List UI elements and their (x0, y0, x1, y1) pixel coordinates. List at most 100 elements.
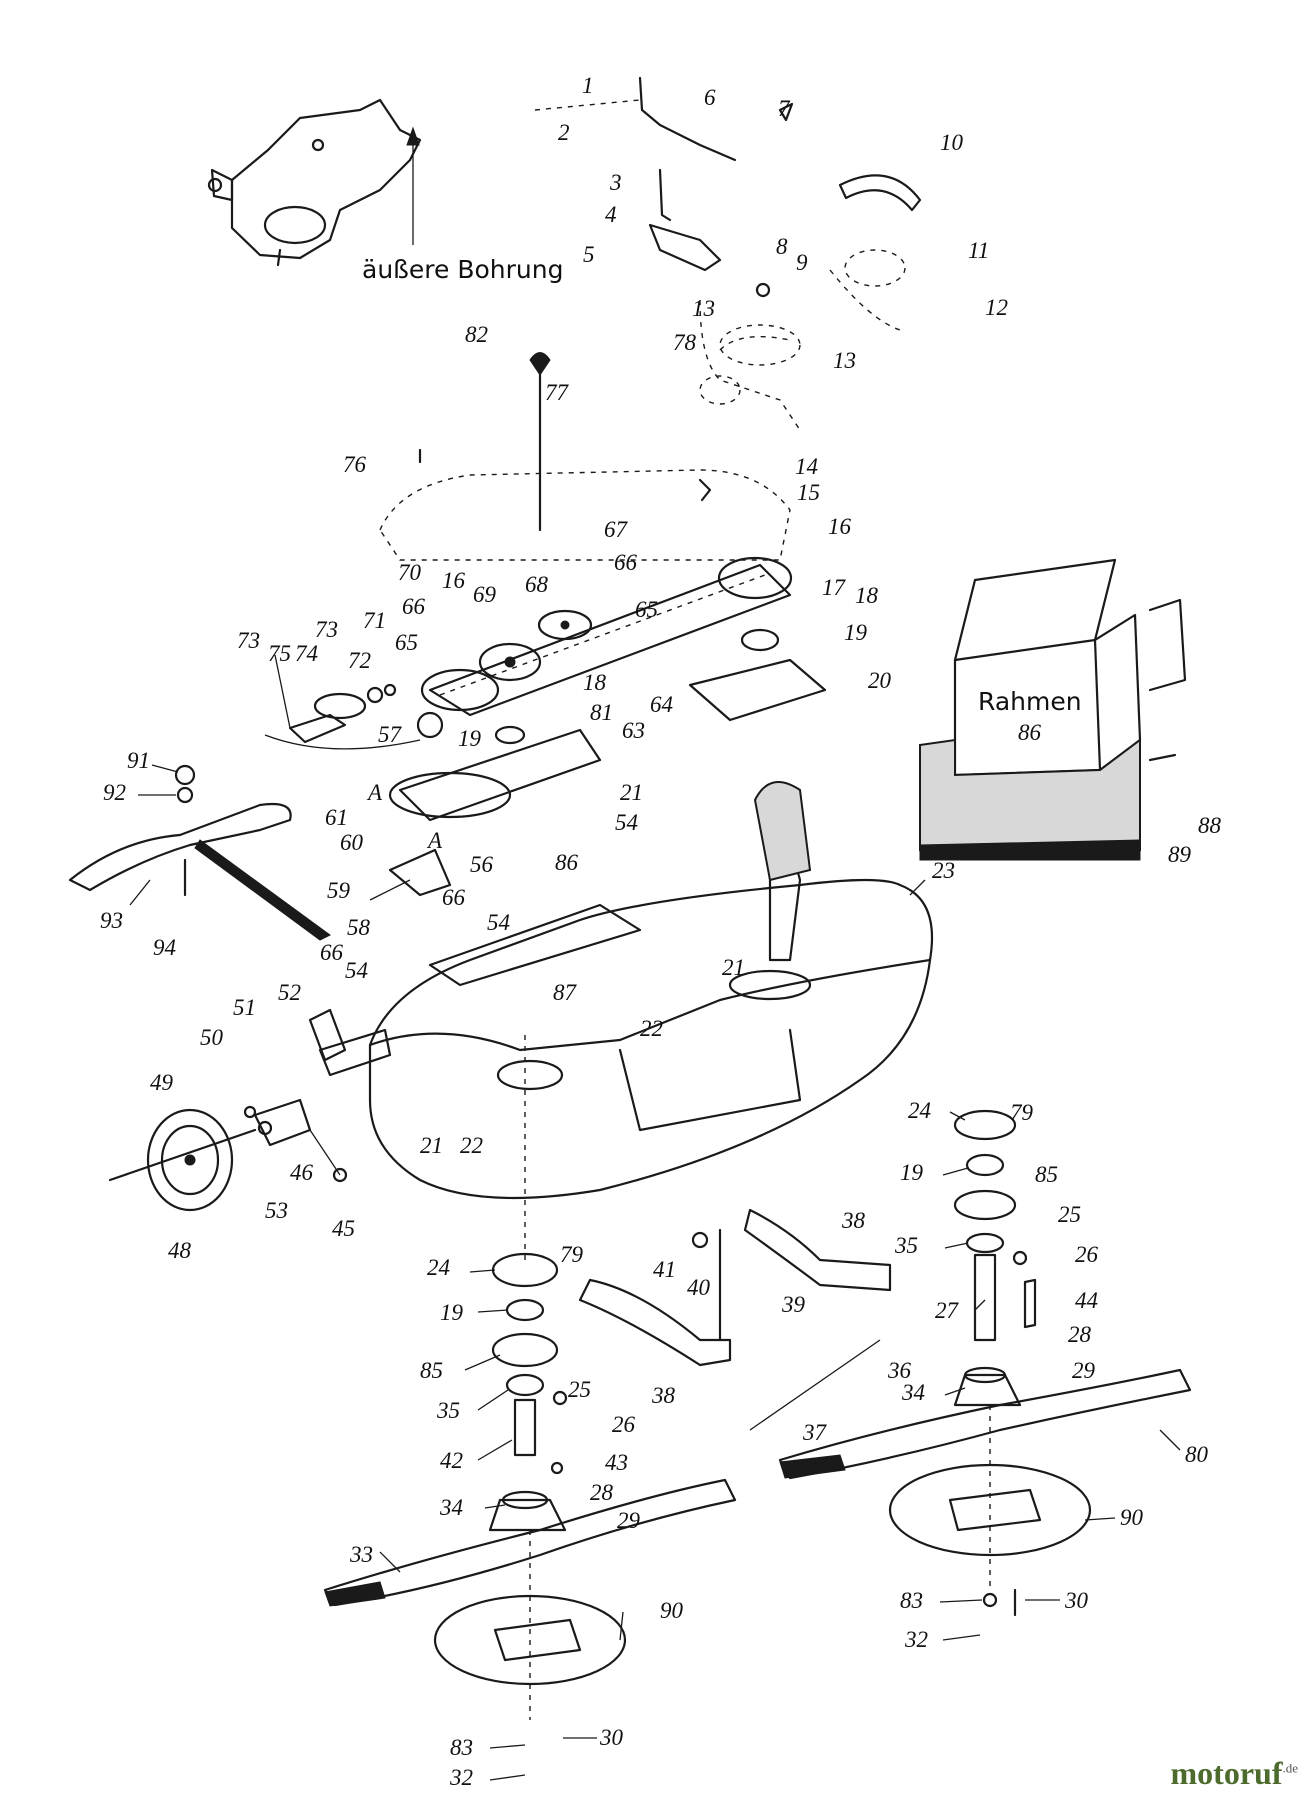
callout-11: 11 (968, 238, 989, 263)
callout-66: 66 (442, 885, 466, 910)
callout-54: 54 (615, 810, 638, 835)
callout-61: 61 (325, 805, 348, 830)
callout-86: 86 (555, 850, 579, 875)
callout-12: 12 (985, 295, 1008, 320)
callout-46: 46 (290, 1160, 314, 1185)
left-spindle-drawing (488, 1035, 568, 1532)
callout-60: 60 (340, 830, 364, 855)
callout-3: 3 (609, 170, 622, 195)
callout-80: 80 (1185, 1442, 1209, 1467)
callout-16: 16 (828, 514, 852, 539)
callout-83: 83 (900, 1588, 923, 1613)
callout-79: 79 (1010, 1100, 1034, 1125)
callout-17: 17 (822, 575, 847, 600)
callout-73: 73 (237, 628, 260, 653)
callout-75: 75 (268, 641, 291, 666)
callout-71: 71 (363, 608, 386, 633)
callout-49: 49 (150, 1070, 174, 1095)
callout-23: 23 (932, 858, 955, 883)
callout-6: 6 (704, 85, 716, 110)
right-spindle-drawing (953, 1109, 1037, 1407)
outer-hole-arrow (406, 126, 420, 245)
frame-label: Rahmen (978, 687, 1082, 716)
callout-73: 73 (315, 617, 338, 642)
callout-90: 90 (1120, 1505, 1144, 1530)
callout-27: 27 (935, 1298, 960, 1323)
callout-38: 38 (651, 1383, 676, 1408)
callout-32: 32 (449, 1765, 473, 1790)
callout-19: 19 (440, 1300, 464, 1325)
callout-77: 77 (545, 380, 570, 405)
callout-5: 5 (583, 242, 595, 267)
callout-65: 65 (635, 597, 658, 622)
callout-38: 38 (841, 1208, 866, 1233)
callout-37: 37 (802, 1420, 828, 1445)
callout-43: 43 (605, 1450, 628, 1475)
callout-19: 19 (900, 1160, 924, 1185)
mounting-plates-drawing (388, 658, 827, 897)
tension-arm-drawing (264, 683, 421, 750)
callout-36: 36 (887, 1358, 912, 1383)
brand-name: motoruf (1170, 1755, 1283, 1791)
callout-42: 42 (440, 1448, 463, 1473)
callout-67: 67 (604, 517, 629, 542)
callout-9: 9 (796, 250, 808, 275)
callout-14: 14 (795, 454, 818, 479)
callout-A: A (426, 828, 443, 853)
brand-suffix: .de (1282, 1760, 1298, 1776)
belt-cover-drawing (379, 352, 791, 561)
callout-26: 26 (1075, 1242, 1099, 1267)
callout-83: 83 (450, 1735, 473, 1760)
callout-58: 58 (347, 915, 371, 940)
callout-30: 30 (599, 1725, 624, 1750)
callout-20: 20 (868, 668, 892, 693)
callout-94: 94 (153, 935, 176, 960)
callout-19: 19 (458, 726, 482, 751)
callout-21: 21 (420, 1133, 443, 1158)
callout-18: 18 (583, 670, 607, 695)
callout-26: 26 (612, 1412, 636, 1437)
callout-28: 28 (1068, 1322, 1092, 1347)
callout-86: 86 (1018, 720, 1042, 745)
callout-81: 81 (590, 700, 613, 725)
callout-63: 63 (622, 718, 645, 743)
callout-54: 54 (487, 910, 510, 935)
callout-22: 22 (460, 1133, 483, 1158)
brand-watermark: motoruf.de (1171, 1755, 1299, 1792)
callout-numbers: 1 2 3 4 5 6 7 8 9 10 11 12 13 13 14 15 1… (100, 73, 1222, 1790)
callout-28: 28 (590, 1480, 614, 1505)
leader-lines (129, 654, 1181, 1781)
callout-25: 25 (568, 1377, 591, 1402)
callout-30: 30 (1064, 1588, 1089, 1613)
callout-87: 87 (553, 980, 578, 1005)
callout-66: 66 (614, 550, 638, 575)
right-blade-drawing (778, 1368, 1192, 1617)
callout-40: 40 (687, 1275, 711, 1300)
callout-13: 13 (692, 296, 715, 321)
callout-15: 15 (797, 480, 820, 505)
callout-91: 91 (127, 748, 150, 773)
callout-39: 39 (781, 1292, 806, 1317)
callout-50: 50 (200, 1025, 224, 1050)
callout-82: 82 (465, 322, 488, 347)
callout-29: 29 (617, 1508, 641, 1533)
callout-59: 59 (327, 878, 351, 903)
callout-41: 41 (653, 1257, 676, 1282)
callout-88: 88 (1198, 813, 1222, 838)
callout-45: 45 (332, 1216, 355, 1241)
callout-74: 74 (295, 641, 318, 666)
callout-10: 10 (940, 130, 964, 155)
callout-19: 19 (844, 620, 868, 645)
callout-90: 90 (660, 1598, 684, 1623)
callout-18: 18 (855, 583, 879, 608)
callout-7: 7 (778, 96, 791, 121)
drive-belt-drawing (420, 556, 793, 717)
callout-2: 2 (558, 120, 570, 145)
callout-92: 92 (103, 780, 126, 805)
callout-53: 53 (265, 1198, 288, 1223)
wheel-assembly-drawing (108, 1008, 392, 1212)
callout-25: 25 (1058, 1202, 1081, 1227)
mounting-bracket-drawing (207, 98, 422, 267)
callout-64: 64 (650, 692, 673, 717)
